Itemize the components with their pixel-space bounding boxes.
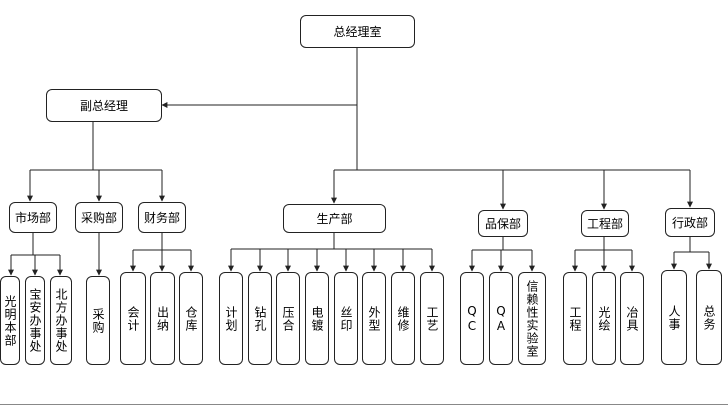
node-reliability-lab: 信赖性实验室 [518,272,546,365]
node-lamination: 压合 [276,272,300,365]
node-dept-quality-assurance: 品保部 [478,210,528,237]
node-dept-administration: 行政部 [665,208,715,237]
node-guangming-hq: 光明本部 [0,276,20,365]
node-qc: QC [460,272,484,365]
node-maintenance: 维修 [391,272,415,365]
node-north-office: 北方办事处 [50,276,72,365]
node-procurement: 采购 [86,276,110,365]
node-hr: 人事 [661,270,687,365]
node-silkscreen: 丝印 [334,272,358,365]
node-dept-production: 生产部 [283,204,386,233]
node-cashier: 出纳 [150,272,175,365]
node-general-manager-office: 总经理室 [300,15,415,48]
node-warehouse: 仓库 [179,272,203,365]
node-dept-market: 市场部 [9,202,57,233]
bottom-rule [0,404,728,405]
node-drilling: 钻孔 [248,272,272,365]
node-dept-engineering: 工程部 [581,210,629,237]
node-deputy-general-manager: 副总经理 [46,89,162,122]
node-tooling: 冶具 [620,272,644,365]
node-planning: 计划 [219,272,243,365]
node-qa: QA [489,272,513,365]
node-plating: 电镀 [305,272,329,365]
node-photoplotting: 光绘 [592,272,616,365]
node-accounting: 会计 [120,272,146,365]
node-profiling: 外型 [362,272,386,365]
node-engineering: 工程 [563,272,587,365]
node-baoan-office: 宝安办事处 [25,276,45,365]
node-process: 工艺 [420,272,444,365]
node-dept-purchase: 采购部 [75,202,123,233]
node-general-affairs: 总务 [696,270,722,365]
node-dept-finance: 财务部 [138,202,186,233]
